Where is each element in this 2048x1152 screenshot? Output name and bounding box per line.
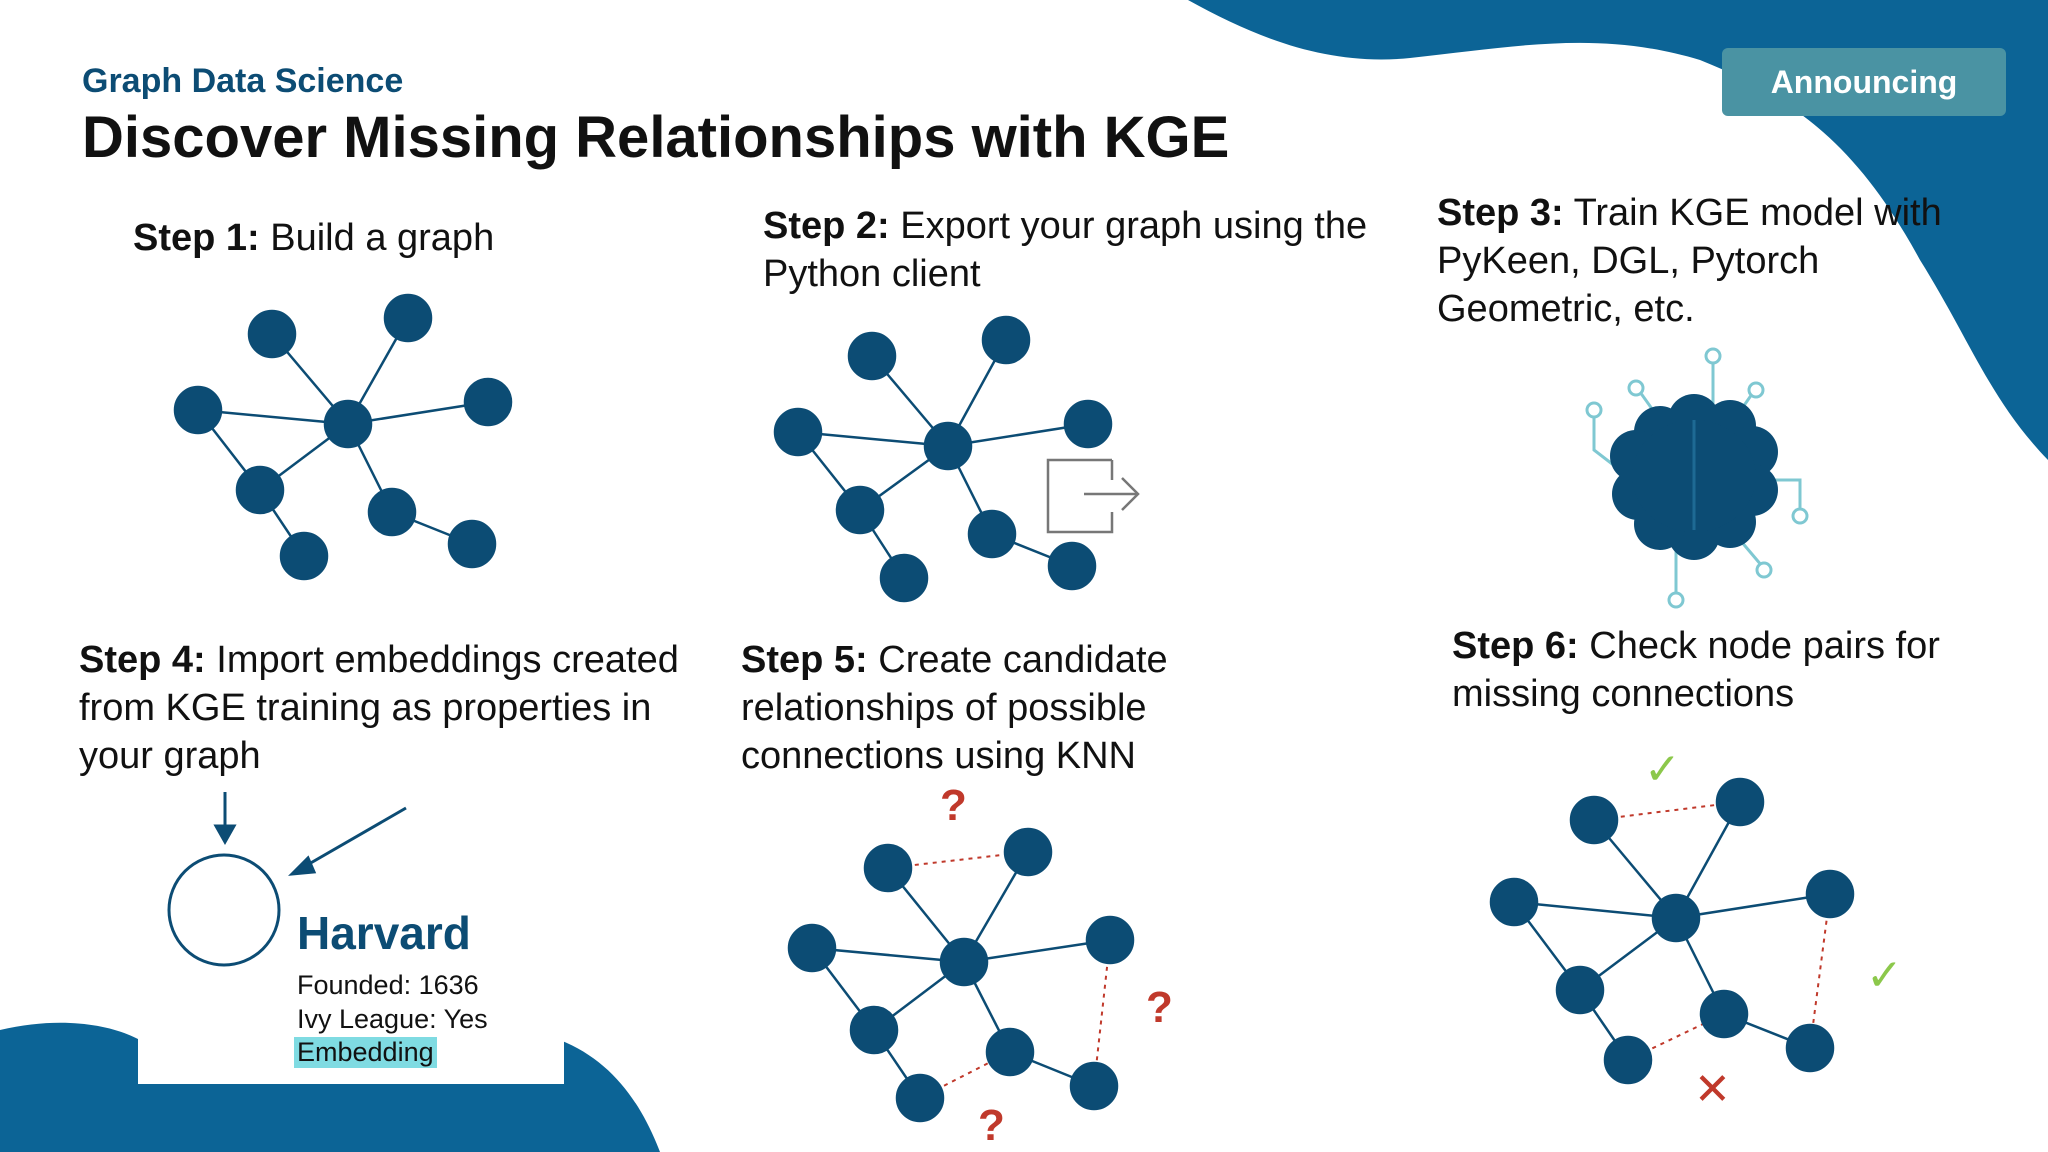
step-3-caption: Step 3: Train KGE model with PyKeen, DGL… (1437, 189, 1997, 333)
step-2-label: Step 2: (763, 205, 890, 247)
graph-node (1489, 877, 1539, 927)
graph-node (1063, 399, 1113, 449)
down-arrow-icon (213, 792, 237, 846)
export-icon (1046, 458, 1140, 534)
step-2-caption: Step 2: Export your graph using the Pyth… (763, 202, 1383, 298)
graph-node (1555, 965, 1605, 1015)
graph-node (923, 421, 973, 471)
node-property-ivy-league: Ivy League: Yes (297, 1004, 488, 1034)
graph-node (247, 309, 297, 359)
step-5-caption: Step 5: Create candidate relationships o… (741, 636, 1341, 780)
step-2-text: Export your graph using the Python clien… (763, 205, 1368, 295)
graph-node (773, 407, 823, 457)
graph-node (849, 1005, 899, 1055)
graph-node (863, 843, 913, 893)
graph-node (1603, 1035, 1653, 1085)
graph-node (787, 923, 837, 973)
question-mark: ? (940, 781, 967, 830)
graph-node (1805, 869, 1855, 919)
graph-node (1069, 1061, 1119, 1111)
step-4-label: Step 4: (79, 639, 206, 681)
graph-node (879, 553, 929, 603)
graph-node (447, 519, 497, 569)
step-5-label: Step 5: (741, 639, 868, 681)
graph-node (1699, 989, 1749, 1039)
graph-node (847, 331, 897, 381)
step-1-label: Step 1: (133, 217, 260, 259)
graph-step-5 (787, 827, 1135, 1123)
graph-node (981, 315, 1031, 365)
question-mark: ? (978, 1101, 1005, 1150)
graph-node (323, 399, 373, 449)
graph-node (173, 385, 223, 435)
graph-step-6 (1489, 777, 1855, 1085)
graph-node (985, 1027, 1035, 1077)
graph-node (1785, 1023, 1835, 1073)
graph-node (1047, 541, 1097, 591)
graph-node (1003, 827, 1053, 877)
step-4-text: Import embeddings created from KGE train… (79, 639, 679, 777)
graph-node (967, 509, 1017, 559)
node-property-founded: Founded: 1636 (297, 970, 479, 1000)
step-3-label: Step 3: (1437, 192, 1564, 234)
graph-node (1569, 795, 1619, 845)
step-1-text: Build a graph (259, 217, 495, 259)
cross-icon: ✕ (1694, 1064, 1731, 1115)
graph-node (383, 293, 433, 343)
graph-node (279, 531, 329, 581)
step-3-text: Train KGE model with PyKeen, DGL, Pytorc… (1437, 192, 1942, 330)
announcing-badge: Announcing (1722, 48, 2006, 116)
eyebrow-label: Graph Data Science (82, 62, 404, 100)
graph-node (939, 937, 989, 987)
diagonal-arrow-icon (288, 806, 407, 876)
step-6-label: Step 6: (1452, 625, 1579, 667)
step-4-caption: Step 4: Import embeddings created from K… (79, 636, 679, 780)
graph-node (463, 377, 513, 427)
graph-step-2 (773, 315, 1113, 603)
graph-node (835, 485, 885, 535)
question-mark: ? (1146, 983, 1173, 1032)
brain-circuit-icon (1585, 347, 1809, 609)
check-icon: ✓ (1866, 950, 1903, 1001)
page-title: Discover Missing Relationships with KGE (82, 105, 1230, 170)
graph-node (235, 465, 285, 515)
node-name: Harvard (297, 907, 471, 959)
graph-node (895, 1073, 945, 1123)
graph-node (367, 487, 417, 537)
node-circle-icon (167, 853, 281, 967)
graph-step-1 (173, 293, 513, 581)
check-icon: ✓ (1644, 744, 1681, 795)
step-5-text: Create candidate relationships of possib… (741, 639, 1168, 777)
graph-node (1085, 915, 1135, 965)
step-6-caption: Step 6: Check node pairs for missing con… (1452, 622, 2012, 718)
node-property-embedding: Embedding (294, 1037, 437, 1068)
step-1-caption: Step 1: Build a graph (133, 214, 693, 262)
graph-node (1651, 893, 1701, 943)
step-6-text: Check node pairs for missing connections (1452, 625, 1940, 715)
graph-node (1715, 777, 1765, 827)
